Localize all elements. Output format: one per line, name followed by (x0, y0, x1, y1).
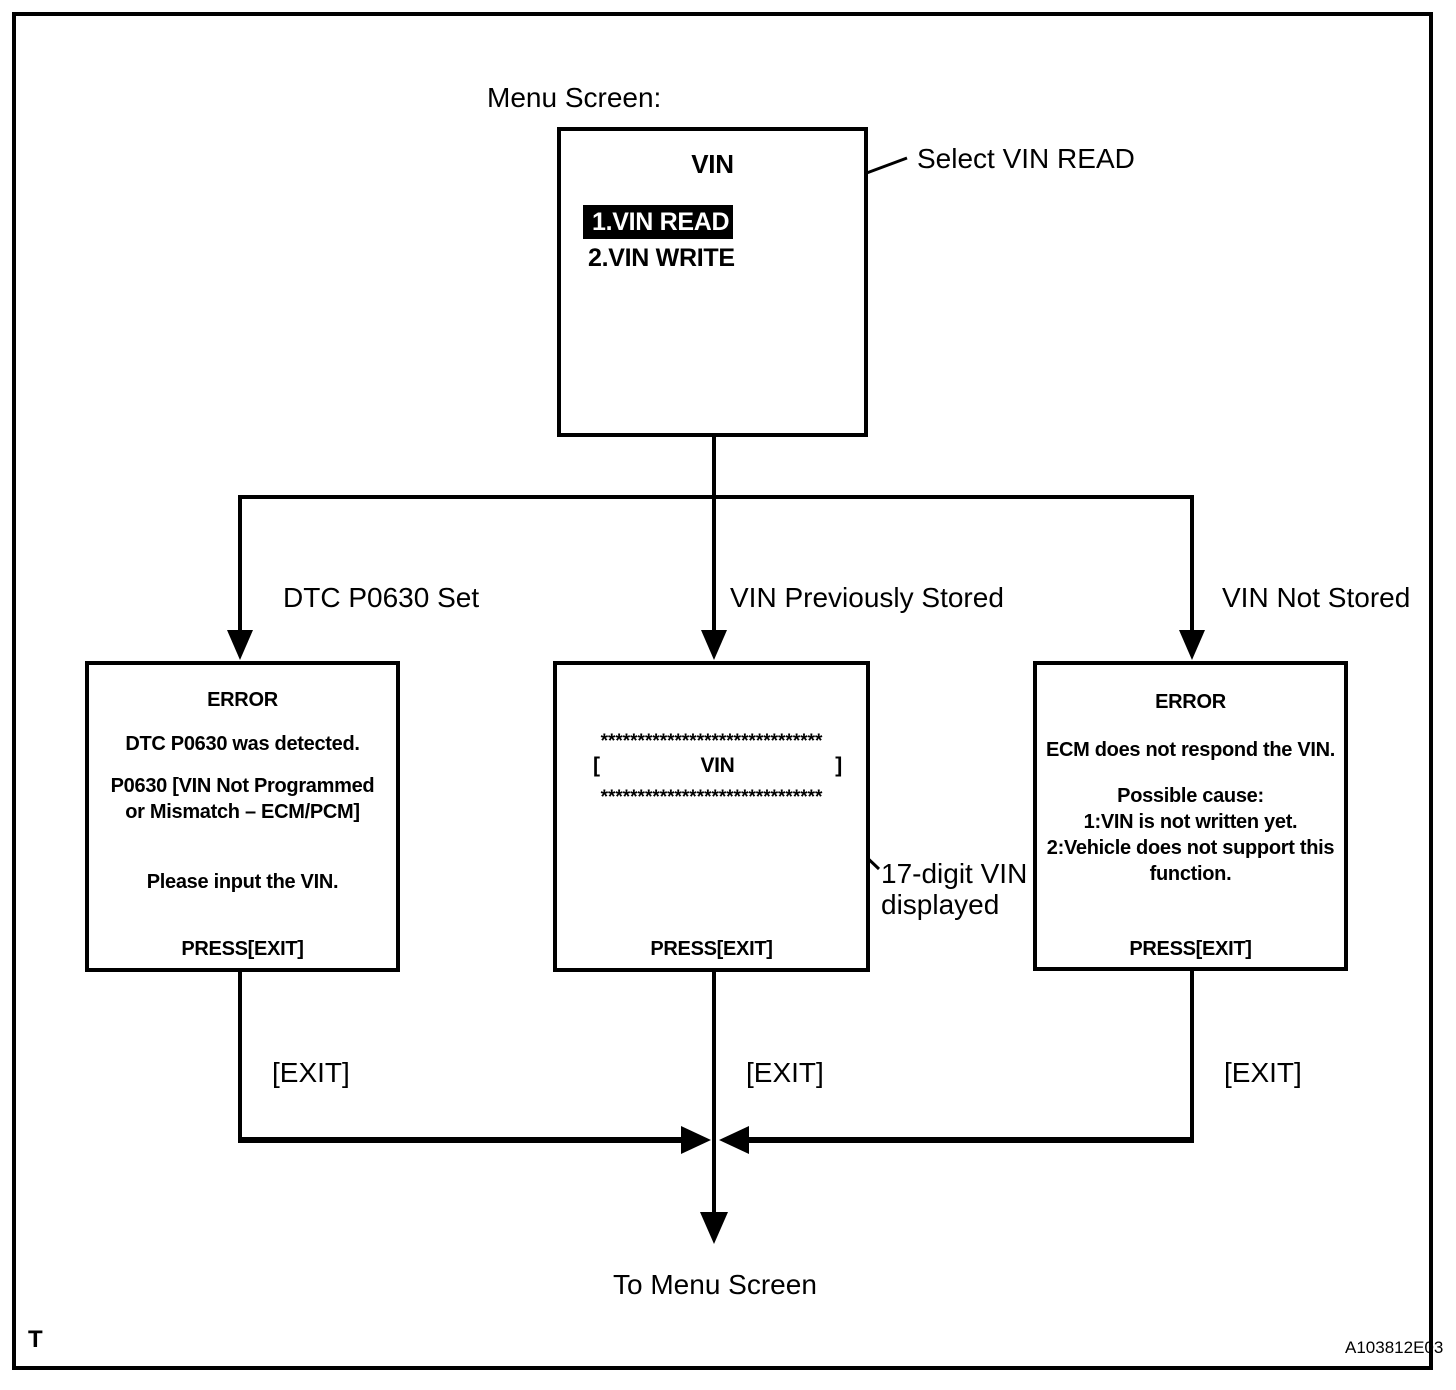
seventeen-digit-vin-annotation: 17-digit VIN displayed (881, 858, 1028, 920)
vin-bracket-close: ] (835, 754, 842, 777)
vin-display-stars-bottom: ****************************** (600, 787, 823, 808)
no-response-line1: ECM does not respond the VIN. (1045, 739, 1336, 761)
menu-screen-label: Menu Screen: (487, 82, 662, 113)
to-menu-screen-label: To Menu Screen (613, 1269, 817, 1300)
branch-label-vin-stored: VIN Previously Stored (730, 582, 1004, 613)
vin-bracket-open: [ (593, 754, 600, 777)
select-vin-read-annotation: Select VIN READ (917, 143, 1135, 174)
vin-display-stars-top: ****************************** (600, 731, 823, 752)
branch-label-dtc-set: DTC P0630 Set (283, 582, 480, 613)
dtc-error-screen-box: ERROR DTC P0630 was detected. P0630 [VIN… (85, 661, 400, 972)
dtc-error-title: ERROR (207, 689, 278, 711)
menu-item-vin-write: 2.VIN WRITE (588, 244, 735, 273)
vin-label: VIN (700, 754, 735, 777)
no-response-line2: Possible cause: 1:VIN is not written yet… (1046, 785, 1335, 885)
dtc-error-line2: P0630 [VIN Not Programmed or Mismatch – … (110, 775, 375, 823)
exit-label-left: [EXIT] (272, 1057, 350, 1088)
menu-item-vin-read: 1.VIN READ (583, 205, 733, 239)
footer-page-mark: T (28, 1326, 43, 1353)
branch-label-vin-not-stored: VIN Not Stored (1222, 582, 1411, 613)
exit-label-center: [EXIT] (746, 1057, 824, 1088)
exit-label-right: [EXIT] (1224, 1057, 1302, 1088)
dtc-error-line3: Please input the VIN. (146, 871, 339, 893)
vin-display-screen-box: ****************************** [ VIN ] *… (553, 661, 870, 972)
vin-display-press-exit: PRESS[EXIT] (650, 938, 773, 960)
no-response-title: ERROR (1155, 691, 1226, 713)
menu-item-vin-read-label: 1.VIN READ (592, 207, 730, 236)
page-border (12, 12, 1433, 1370)
dtc-error-press-exit: PRESS[EXIT] (181, 938, 304, 960)
dtc-error-line1: DTC P0630 was detected. (125, 733, 360, 755)
menu-screen-box: VIN 1.VIN READ 2.VIN WRITE (557, 127, 868, 437)
figure-id: A103812E03 (1345, 1338, 1444, 1357)
menu-screen-title: VIN (691, 149, 734, 179)
no-response-press-exit: PRESS[EXIT] (1129, 938, 1252, 960)
vin-display-row: [ VIN ] (557, 753, 866, 779)
no-response-screen-box: ERROR ECM does not respond the VIN. Poss… (1033, 661, 1348, 971)
menu-item-vin-write-label: 2.VIN WRITE (588, 244, 735, 272)
